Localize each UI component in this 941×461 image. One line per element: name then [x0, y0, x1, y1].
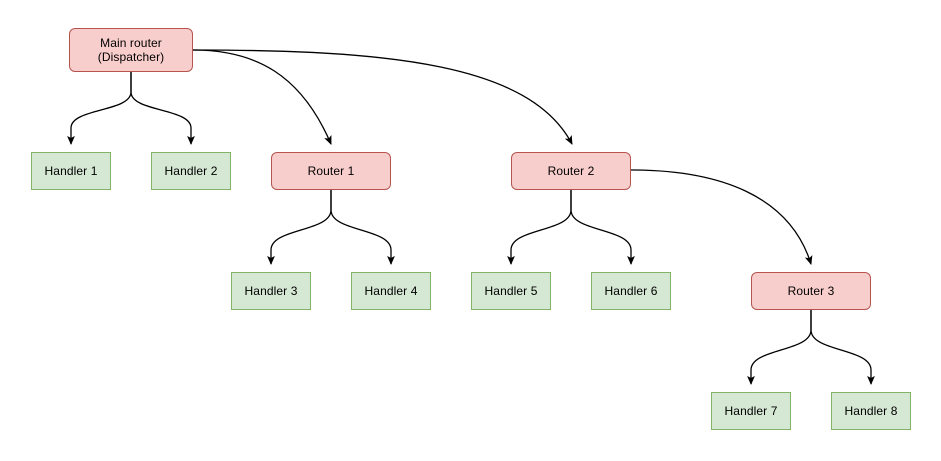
node-handler-5[interactable]: Handler 5 [471, 272, 551, 310]
node-router-2-label: Router 2 [547, 164, 595, 178]
node-router-2[interactable]: Router 2 [511, 152, 631, 190]
node-main-router[interactable]: Main router (Dispatcher) [69, 28, 193, 72]
edge-router-2-to-handler-6 [570, 190, 635, 266]
node-router-3-label: Router 3 [787, 284, 835, 298]
edge-router-3-to-handler-7 [747, 310, 812, 386]
edge-router-3-to-handler-8 [810, 310, 875, 386]
edge-main-to-handler-2 [130, 72, 195, 146]
node-handler-2-label: Handler 2 [164, 164, 218, 178]
node-handler-8-label: Handler 8 [844, 404, 898, 418]
node-handler-8[interactable]: Handler 8 [831, 392, 911, 430]
node-handler-6[interactable]: Handler 6 [591, 272, 671, 310]
node-handler-4-label: Handler 4 [364, 284, 418, 298]
node-handler-3-label: Handler 3 [244, 284, 298, 298]
edge-router-1-to-handler-3 [267, 190, 332, 266]
node-handler-4[interactable]: Handler 4 [351, 272, 431, 310]
edge-main-to-router-1 [192, 49, 332, 145]
node-router-3[interactable]: Router 3 [751, 272, 871, 310]
node-handler-3[interactable]: Handler 3 [231, 272, 311, 310]
node-handler-5-label: Handler 5 [484, 284, 538, 298]
node-handler-6-label: Handler 6 [604, 284, 658, 298]
edge-router-2-to-router-3 [630, 169, 813, 265]
node-handler-1[interactable]: Handler 1 [31, 152, 111, 190]
edge-router-2-to-handler-5 [507, 190, 572, 266]
node-handler-2[interactable]: Handler 2 [151, 152, 231, 190]
node-handler-7-label: Handler 7 [724, 404, 778, 418]
edge-main-to-handler-1 [67, 72, 132, 146]
node-router-1-label: Router 1 [307, 164, 355, 178]
node-main-router-label: Main router (Dispatcher) [97, 36, 165, 64]
edge-main-to-router-2 [192, 49, 573, 145]
node-handler-1-label: Handler 1 [44, 164, 98, 178]
node-handler-7[interactable]: Handler 7 [711, 392, 791, 430]
edge-router-1-to-handler-4 [330, 190, 395, 266]
node-router-1[interactable]: Router 1 [271, 152, 391, 190]
